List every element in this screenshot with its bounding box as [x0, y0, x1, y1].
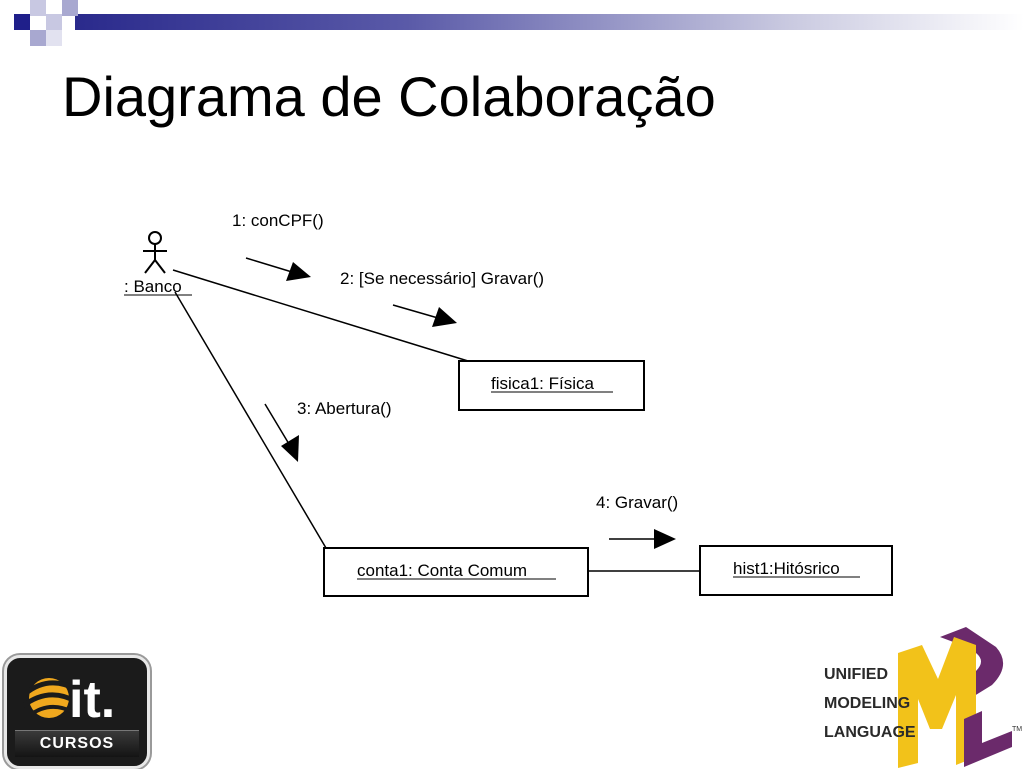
- message-2: 2: [Se necessário] Gravar(): [340, 269, 544, 327]
- deco-square: [46, 14, 62, 30]
- title-decoration: [0, 0, 1024, 48]
- uml-m-shape: [898, 637, 976, 768]
- deco-square: [14, 14, 30, 30]
- it-cursos-logo: it. CURSOS: [4, 655, 150, 769]
- object-label: hist1:Hitósrico: [733, 559, 840, 578]
- message-label: 4: Gravar(): [596, 493, 678, 512]
- message-4: 4: Gravar(): [596, 493, 678, 549]
- object-box: [323, 547, 589, 597]
- actor-head: [148, 231, 162, 245]
- link-banco-conta: [174, 291, 327, 549]
- actor-leg-left: [144, 259, 156, 274]
- message-arrowhead: [654, 529, 676, 549]
- message-3: 3: Abertura(): [264, 399, 392, 462]
- message-1: 1: conCPF(): [232, 211, 324, 281]
- message-label: 3: Abertura(): [297, 399, 392, 418]
- object-fisica: fisica1: Física: [458, 360, 645, 411]
- it-swirl-icon: [21, 678, 79, 718]
- link-banco-fisica: [172, 269, 469, 362]
- title-gradient-bar: [75, 14, 1024, 30]
- deco-square: [62, 0, 78, 16]
- message-arrow-line: [392, 304, 439, 319]
- uml-word-language: LANGUAGE: [824, 724, 916, 741]
- object-label: fisica1: Física: [491, 374, 595, 393]
- uml-l-shape: [964, 711, 1012, 767]
- uml-wordmark: UNIFIED MODELING LANGUAGE: [824, 660, 916, 747]
- message-arrow-line: [245, 257, 293, 273]
- message-label: 2: [Se necessário] Gravar(): [340, 269, 544, 288]
- uml-tm: TM: [1012, 726, 1022, 733]
- message-arrowhead: [281, 435, 299, 462]
- deco-square: [30, 30, 46, 46]
- deco-square: [30, 0, 46, 16]
- message-arrowhead: [286, 262, 311, 281]
- page-title: Diagrama de Colaboração: [62, 65, 716, 128]
- it-mark: it.: [69, 671, 116, 729]
- object-hist: hist1:Hitósrico: [699, 545, 893, 596]
- actor-banco: : Banco: [124, 231, 192, 296]
- uml-word-unified: UNIFIED: [824, 666, 888, 683]
- it-caption: CURSOS: [15, 730, 139, 757]
- actor-label: : Banco: [124, 277, 182, 296]
- message-arrow-line: [264, 403, 290, 445]
- object-box: [699, 545, 893, 596]
- uml-logo-icon: TM: [898, 627, 1022, 768]
- uml-word-modeling: MODELING: [824, 695, 911, 712]
- object-label: conta1: Conta Comum: [357, 561, 527, 580]
- object-box: [458, 360, 645, 411]
- object-conta: conta1: Conta Comum: [323, 547, 589, 597]
- message-arrowhead: [432, 307, 457, 327]
- deco-square: [46, 30, 62, 46]
- actor-leg-right: [154, 259, 166, 274]
- message-label: 1: conCPF(): [232, 211, 324, 230]
- uml-u-shape: [940, 627, 1004, 701]
